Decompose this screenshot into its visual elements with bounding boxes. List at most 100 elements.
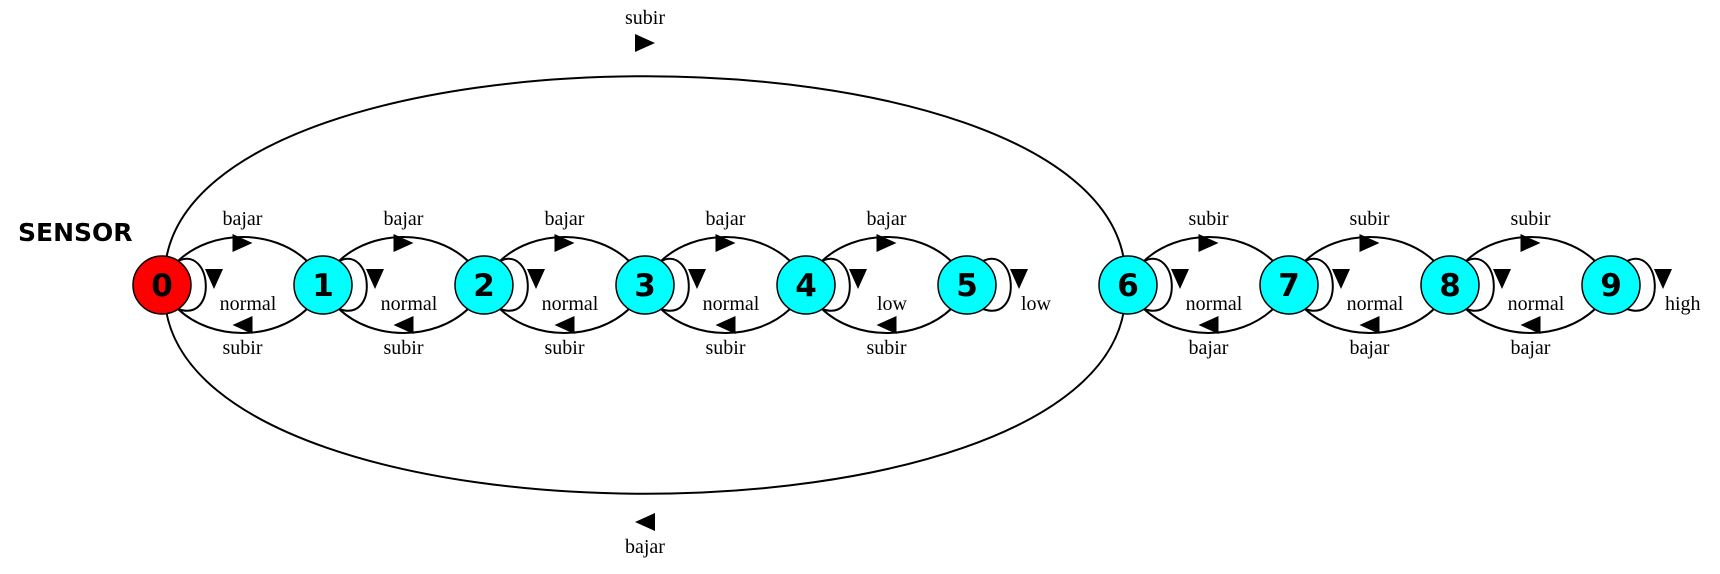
edge-arrow-2-1 — [393, 316, 414, 334]
edge-3-2 — [499, 308, 630, 334]
state-circle-2 — [454, 255, 514, 315]
edge-label-6-7: subir — [1189, 208, 1229, 230]
state-label-4: 4 — [795, 268, 817, 304]
self-loop-label-0: normal — [220, 293, 277, 315]
edge-arrow-3-2 — [554, 316, 575, 334]
state-label-2: 2 — [473, 268, 495, 304]
edge-arrow-1-2 — [393, 234, 414, 252]
edge-arrow-1-0 — [232, 316, 253, 334]
edge-label-3-2: subir — [545, 337, 585, 359]
edge-arrow-5-4 — [876, 316, 897, 334]
self-loop-4 — [821, 257, 851, 312]
state-circle-5 — [937, 255, 997, 315]
edge-8-9 — [1465, 236, 1596, 262]
edge-3-4 — [660, 236, 791, 262]
self-loop-5 — [982, 257, 1012, 312]
edge-4-5 — [821, 236, 952, 262]
self-loop-arrow-7 — [1332, 269, 1350, 289]
state-circle-9 — [1581, 255, 1641, 315]
state-label-8: 8 — [1439, 268, 1461, 304]
edge-arrow-3-4 — [715, 234, 736, 252]
self-loop-arrow-1 — [366, 269, 384, 289]
edge-6-7 — [1143, 236, 1274, 262]
state-circle-7 — [1259, 255, 1319, 315]
state-label-5: 5 — [956, 268, 978, 304]
state-circle-3 — [615, 255, 675, 315]
self-loop-arrow-3 — [688, 269, 706, 289]
edge-label-4-3: subir — [706, 337, 746, 359]
self-loop-6 — [1143, 257, 1173, 312]
edge-arrow-7-6 — [1198, 316, 1219, 334]
edge-arrow-4-3 — [715, 316, 736, 334]
edge-1-2 — [338, 236, 469, 262]
state-node-9: 9 — [1581, 255, 1641, 315]
state-circle-1 — [293, 255, 353, 315]
state-node-4: 4 — [776, 255, 836, 315]
edge-label-1-2: bajar — [384, 208, 424, 230]
self-loop-2 — [499, 257, 529, 312]
edge-7-6 — [1143, 308, 1274, 334]
self-loop-8 — [1465, 257, 1495, 312]
edge-4-3 — [660, 308, 791, 334]
self-loop-arrow-5 — [1010, 269, 1028, 289]
edge-0-1 — [177, 236, 308, 262]
edge-label-2-3: bajar — [545, 208, 585, 230]
edge-arrow-4-5 — [876, 234, 897, 252]
edge-5-4 — [821, 308, 952, 334]
transitions-layer: bajar subir normal bajar subir normal bajar sub… — [165, 7, 1701, 558]
edge-label-6-0: bajar — [625, 536, 665, 558]
self-loop-arrow-4 — [849, 269, 867, 289]
edge-label-4-5: bajar — [867, 208, 907, 230]
self-loop-label-7: normal — [1347, 293, 1404, 315]
edge-arrow-9-8 — [1520, 316, 1541, 334]
edge-1-0 — [177, 308, 308, 334]
edge-label-8-7: bajar — [1350, 337, 1390, 359]
edge-arrow-7-8 — [1359, 234, 1380, 252]
self-loop-arrow-0 — [205, 269, 223, 289]
edge-label-0-6: subir — [625, 7, 665, 29]
edge-arrow-0-6 — [635, 34, 655, 52]
state-node-0: 0 — [132, 255, 192, 315]
self-loop-label-8: normal — [1508, 293, 1565, 315]
state-label-7: 7 — [1278, 268, 1300, 304]
state-node-6: 6 — [1098, 255, 1158, 315]
state-label-3: 3 — [634, 268, 656, 304]
self-loop-9 — [1626, 257, 1656, 312]
edge-0-6 — [165, 75, 1125, 261]
edge-2-3 — [499, 236, 630, 262]
diagram-title: SENSOR — [18, 218, 133, 247]
self-loop-arrow-6 — [1171, 269, 1189, 289]
self-loop-label-1: normal — [381, 293, 438, 315]
state-label-9: 9 — [1600, 268, 1622, 304]
self-loop-label-9: high — [1665, 293, 1701, 315]
states-layer: 0 1 2 3 4 5 6 7 8 9 — [132, 255, 1641, 315]
state-label-6: 6 — [1117, 268, 1139, 304]
state-circle-8 — [1420, 255, 1480, 315]
state-circle-6 — [1098, 255, 1158, 315]
self-loop-label-2: normal — [542, 293, 599, 315]
self-loop-0 — [177, 257, 207, 312]
edge-7-8 — [1304, 236, 1435, 262]
self-loop-arrow-2 — [527, 269, 545, 289]
edge-label-7-6: bajar — [1189, 337, 1229, 359]
edge-2-1 — [338, 308, 469, 334]
edge-arrow-8-7 — [1359, 316, 1380, 334]
edge-arrow-6-0 — [635, 513, 655, 531]
edge-label-9-8: bajar — [1511, 337, 1551, 359]
self-loop-arrow-8 — [1493, 269, 1511, 289]
self-loop-3 — [660, 257, 690, 312]
self-loop-label-5: low — [1021, 293, 1052, 315]
edge-label-2-1: subir — [384, 337, 424, 359]
edge-label-0-1: bajar — [223, 208, 263, 230]
self-loop-label-3: normal — [703, 293, 760, 315]
self-loop-label-6: normal — [1186, 293, 1243, 315]
edge-label-7-8: subir — [1350, 208, 1390, 230]
state-node-2: 2 — [454, 255, 514, 315]
edge-6-0 — [165, 309, 1125, 495]
edge-label-3-4: bajar — [706, 208, 746, 230]
state-node-1: 1 — [293, 255, 353, 315]
edge-arrow-8-9 — [1520, 234, 1541, 252]
self-loop-1 — [338, 257, 368, 312]
state-node-5: 5 — [937, 255, 997, 315]
